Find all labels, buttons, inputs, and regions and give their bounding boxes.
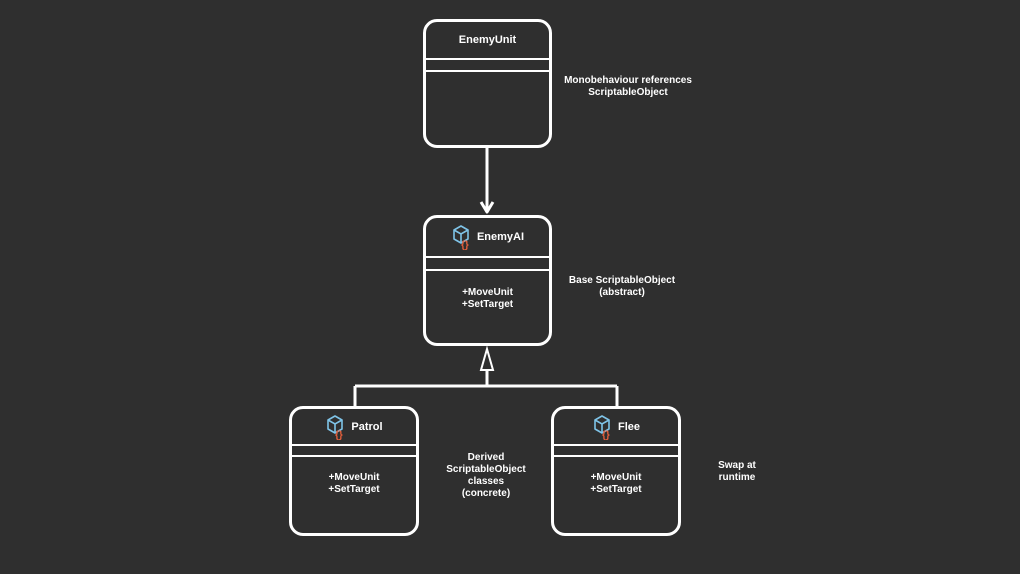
svg-text:{}: {}	[461, 240, 469, 250]
scriptable-object-icon: {}	[594, 414, 610, 440]
attributes-divider	[292, 444, 416, 446]
class-box-enemy-ai[interactable]: {} EnemyAI +MoveUnit +SetTarget	[423, 215, 552, 346]
class-name: EnemyUnit	[458, 34, 517, 46]
class-name: Flee	[617, 420, 640, 433]
note-derived: Derived ScriptableObject classes (concre…	[446, 452, 526, 499]
method-set-target: +SetTarget	[590, 484, 642, 495]
class-header-patrol: {} Patrol	[292, 409, 416, 444]
attributes-divider	[426, 256, 549, 258]
association-arrowhead	[479, 201, 495, 214]
methods-divider	[554, 455, 678, 457]
class-name: EnemyAI	[476, 231, 525, 243]
svg-text:{}: {}	[602, 430, 610, 440]
methods-list: +MoveUnit +SetTarget	[554, 472, 678, 496]
class-header-flee: {} Flee	[554, 409, 678, 444]
method-move-unit: +MoveUnit	[328, 472, 380, 483]
class-name: Patrol	[351, 420, 383, 433]
methods-divider	[426, 70, 549, 72]
inheritance-arrowhead	[479, 345, 495, 371]
class-box-flee[interactable]: {} Flee +MoveUnit +SetTarget	[551, 406, 681, 536]
class-box-enemy-unit[interactable]: EnemyUnit	[423, 19, 552, 148]
class-header-enemy-unit: EnemyUnit	[426, 22, 549, 58]
class-box-patrol[interactable]: {} Patrol +MoveUnit +SetTarget	[289, 406, 419, 536]
note-references: Monobehaviour references ScriptableObjec…	[564, 75, 692, 98]
class-header-enemy-ai: {} EnemyAI	[426, 218, 549, 256]
method-set-target: +SetTarget	[328, 484, 380, 495]
attributes-divider	[426, 58, 549, 60]
methods-list: +MoveUnit +SetTarget	[292, 472, 416, 496]
scriptable-object-icon: {}	[453, 225, 469, 250]
note-swap: Swap at runtime	[718, 460, 756, 483]
methods-list: +MoveUnit +SetTarget	[426, 287, 549, 311]
methods-divider	[426, 269, 549, 271]
note-base: Base ScriptableObject (abstract)	[568, 275, 676, 298]
method-move-unit: +MoveUnit	[462, 287, 513, 298]
method-set-target: +SetTarget	[461, 299, 514, 310]
scriptable-object-icon: {}	[327, 414, 343, 440]
methods-divider	[292, 455, 416, 457]
attributes-divider	[554, 444, 678, 446]
svg-text:{}: {}	[335, 430, 343, 440]
method-move-unit: +MoveUnit	[590, 472, 642, 483]
